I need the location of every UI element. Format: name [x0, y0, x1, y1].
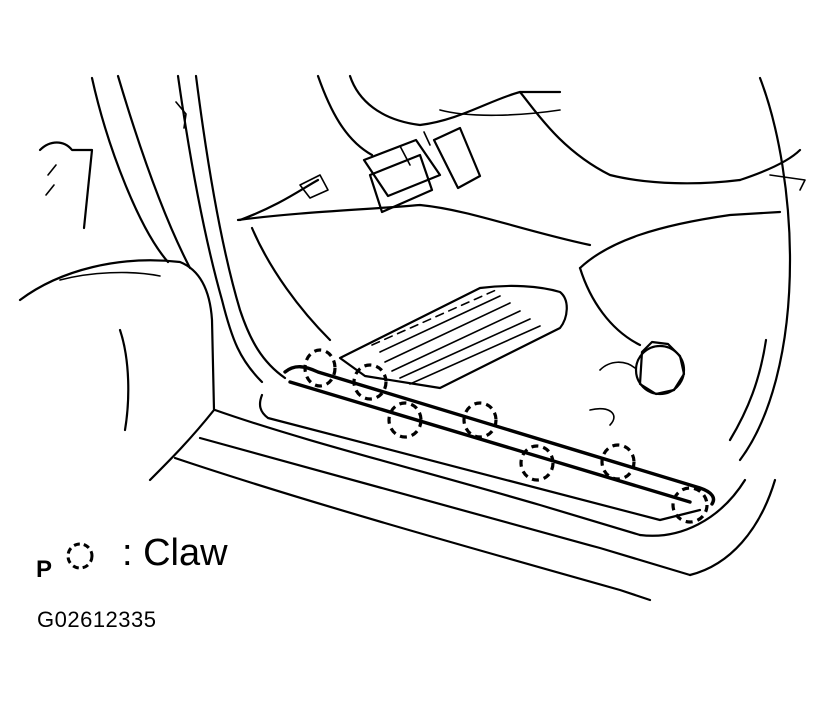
- floor-mat: [338, 284, 568, 390]
- claw-6: [600, 443, 636, 481]
- claw-7: [671, 486, 709, 524]
- dashed-circle-icon: [66, 542, 94, 570]
- claw-markers: [303, 348, 709, 524]
- dashboard-area: [238, 74, 742, 222]
- pedals: [362, 126, 482, 214]
- figure-code: G02612335: [37, 607, 157, 632]
- claw-1: [303, 348, 337, 388]
- floor-carpet: [236, 203, 592, 342]
- claw-2: [352, 363, 388, 401]
- scuff-plate: [173, 365, 777, 602]
- legend-label: : Claw: [122, 532, 228, 574]
- claw-4: [462, 401, 498, 439]
- legend-marker: P: [36, 556, 53, 583]
- claw-5: [519, 444, 555, 482]
- door-frame: [18, 74, 287, 482]
- seat: [578, 76, 806, 462]
- claw-3: [387, 401, 423, 439]
